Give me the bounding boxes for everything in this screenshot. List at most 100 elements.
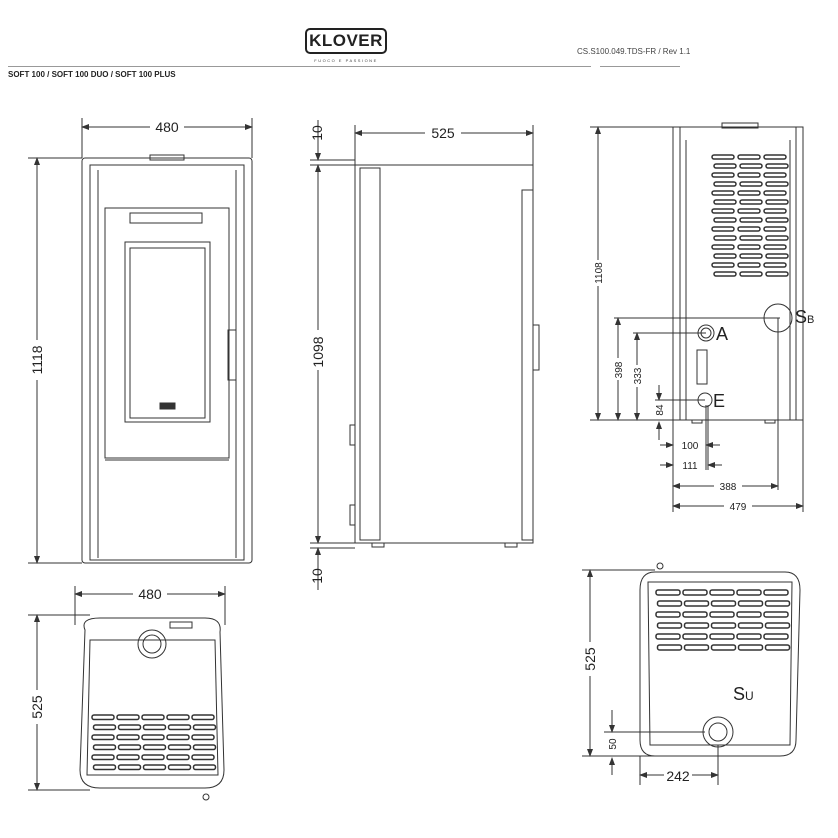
vent-slot	[116, 714, 140, 721]
vent-slot	[710, 622, 737, 629]
vent-slot	[92, 744, 117, 751]
vent-slot	[655, 611, 681, 618]
rear-a-offset-label: 100	[682, 441, 699, 452]
vent-slot	[91, 754, 115, 761]
top-depth-label: 525	[29, 695, 45, 719]
vent-slot	[117, 764, 142, 771]
sb-label: SB	[795, 307, 814, 327]
vent-slot	[142, 764, 167, 771]
rear-sb-height-label: 398	[614, 361, 625, 378]
vent-slot	[141, 754, 165, 761]
su-x-offset-label: 242	[666, 768, 690, 784]
vent-slot	[711, 262, 735, 268]
vent-slot	[739, 199, 763, 205]
vent-slot	[682, 611, 708, 618]
vent-slot	[764, 644, 791, 651]
vent-slot	[116, 734, 140, 741]
vent-slot	[711, 244, 735, 250]
rear-sb-offset-label: 388	[720, 482, 737, 493]
rear-e-height-label: 84	[655, 404, 666, 416]
vent-slot	[763, 633, 789, 640]
vent-slot	[737, 172, 761, 178]
rear-width-label: 479	[730, 502, 747, 513]
vent-slot	[736, 611, 762, 618]
bottom-view	[582, 562, 801, 785]
vent-slot	[737, 154, 761, 160]
vent-slot	[711, 172, 735, 178]
vent-slot	[765, 181, 789, 187]
vent-slot	[656, 644, 683, 651]
side-depth-label: 525	[431, 125, 455, 141]
vent-slot	[763, 190, 787, 196]
vent-slot	[739, 181, 763, 187]
document-reference: CS.S100.049.TDS-FR / Rev 1.1	[577, 47, 691, 56]
su-label: SU	[733, 684, 754, 704]
klover-logo: KLOVER	[305, 28, 387, 54]
rear-e-offset-label: 111	[682, 461, 698, 472]
vent-slot	[141, 714, 165, 721]
side-top-gap-label: 10	[309, 125, 325, 141]
bottom-depth-label: 525	[582, 647, 598, 671]
vent-slot	[765, 235, 789, 241]
vent-slot	[713, 253, 737, 259]
vent-slot	[656, 622, 683, 629]
vent-slot	[765, 199, 789, 205]
vent-slot	[713, 217, 737, 223]
vent-slot	[711, 208, 735, 214]
side-bottom-gap-label: 10	[309, 568, 325, 584]
vent-slot	[92, 724, 117, 731]
vent-slot	[710, 644, 737, 651]
su-y-offset-label: 50	[608, 738, 619, 750]
vent-slot	[711, 226, 735, 232]
vent-slot	[709, 611, 735, 618]
vent-slot	[710, 600, 737, 607]
vent-slot	[737, 600, 764, 607]
vent-slot	[736, 633, 762, 640]
vent-slot	[682, 633, 708, 640]
header-divider-short	[600, 66, 680, 67]
vent-slot	[737, 190, 761, 196]
vent-slot	[709, 589, 735, 596]
vent-slot	[683, 600, 710, 607]
logo-tagline: FUOCO E PASSIONE	[314, 58, 378, 63]
vent-slot	[166, 714, 190, 721]
vent-slot	[656, 600, 683, 607]
vent-slot	[192, 724, 217, 731]
vent-slot	[737, 644, 764, 651]
vent-slot	[713, 181, 737, 187]
vent-slot	[711, 154, 735, 160]
vent-slot	[763, 208, 787, 214]
vent-slot	[739, 217, 763, 223]
vent-slot	[736, 589, 762, 596]
vent-slot	[91, 734, 115, 741]
vent-slot	[737, 262, 761, 268]
vent-slot	[764, 622, 791, 629]
vent-slot	[765, 253, 789, 259]
vent-slot	[655, 589, 681, 596]
vent-slot	[713, 271, 737, 277]
vent-slot	[737, 208, 761, 214]
vent-slot	[191, 754, 215, 761]
vent-slot	[709, 633, 735, 640]
e-label: E	[713, 391, 725, 411]
rear-a-height-label: 333	[633, 367, 644, 384]
vent-slot	[763, 611, 789, 618]
vent-slot	[142, 744, 167, 751]
vent-slot	[764, 600, 791, 607]
rear-height-label: 1108	[594, 262, 605, 284]
vent-slot	[765, 163, 789, 169]
vent-slot	[713, 163, 737, 169]
vent-slot	[683, 622, 710, 629]
rear-view	[590, 122, 804, 512]
vent-slot	[763, 172, 787, 178]
vent-slot	[191, 714, 215, 721]
vent-slot	[655, 633, 681, 640]
vent-slot	[192, 764, 217, 771]
front-height-label: 1118	[29, 345, 45, 374]
front-view	[28, 118, 253, 564]
side-view	[310, 120, 540, 590]
vent-slot	[765, 217, 789, 223]
vent-slot	[765, 271, 789, 277]
